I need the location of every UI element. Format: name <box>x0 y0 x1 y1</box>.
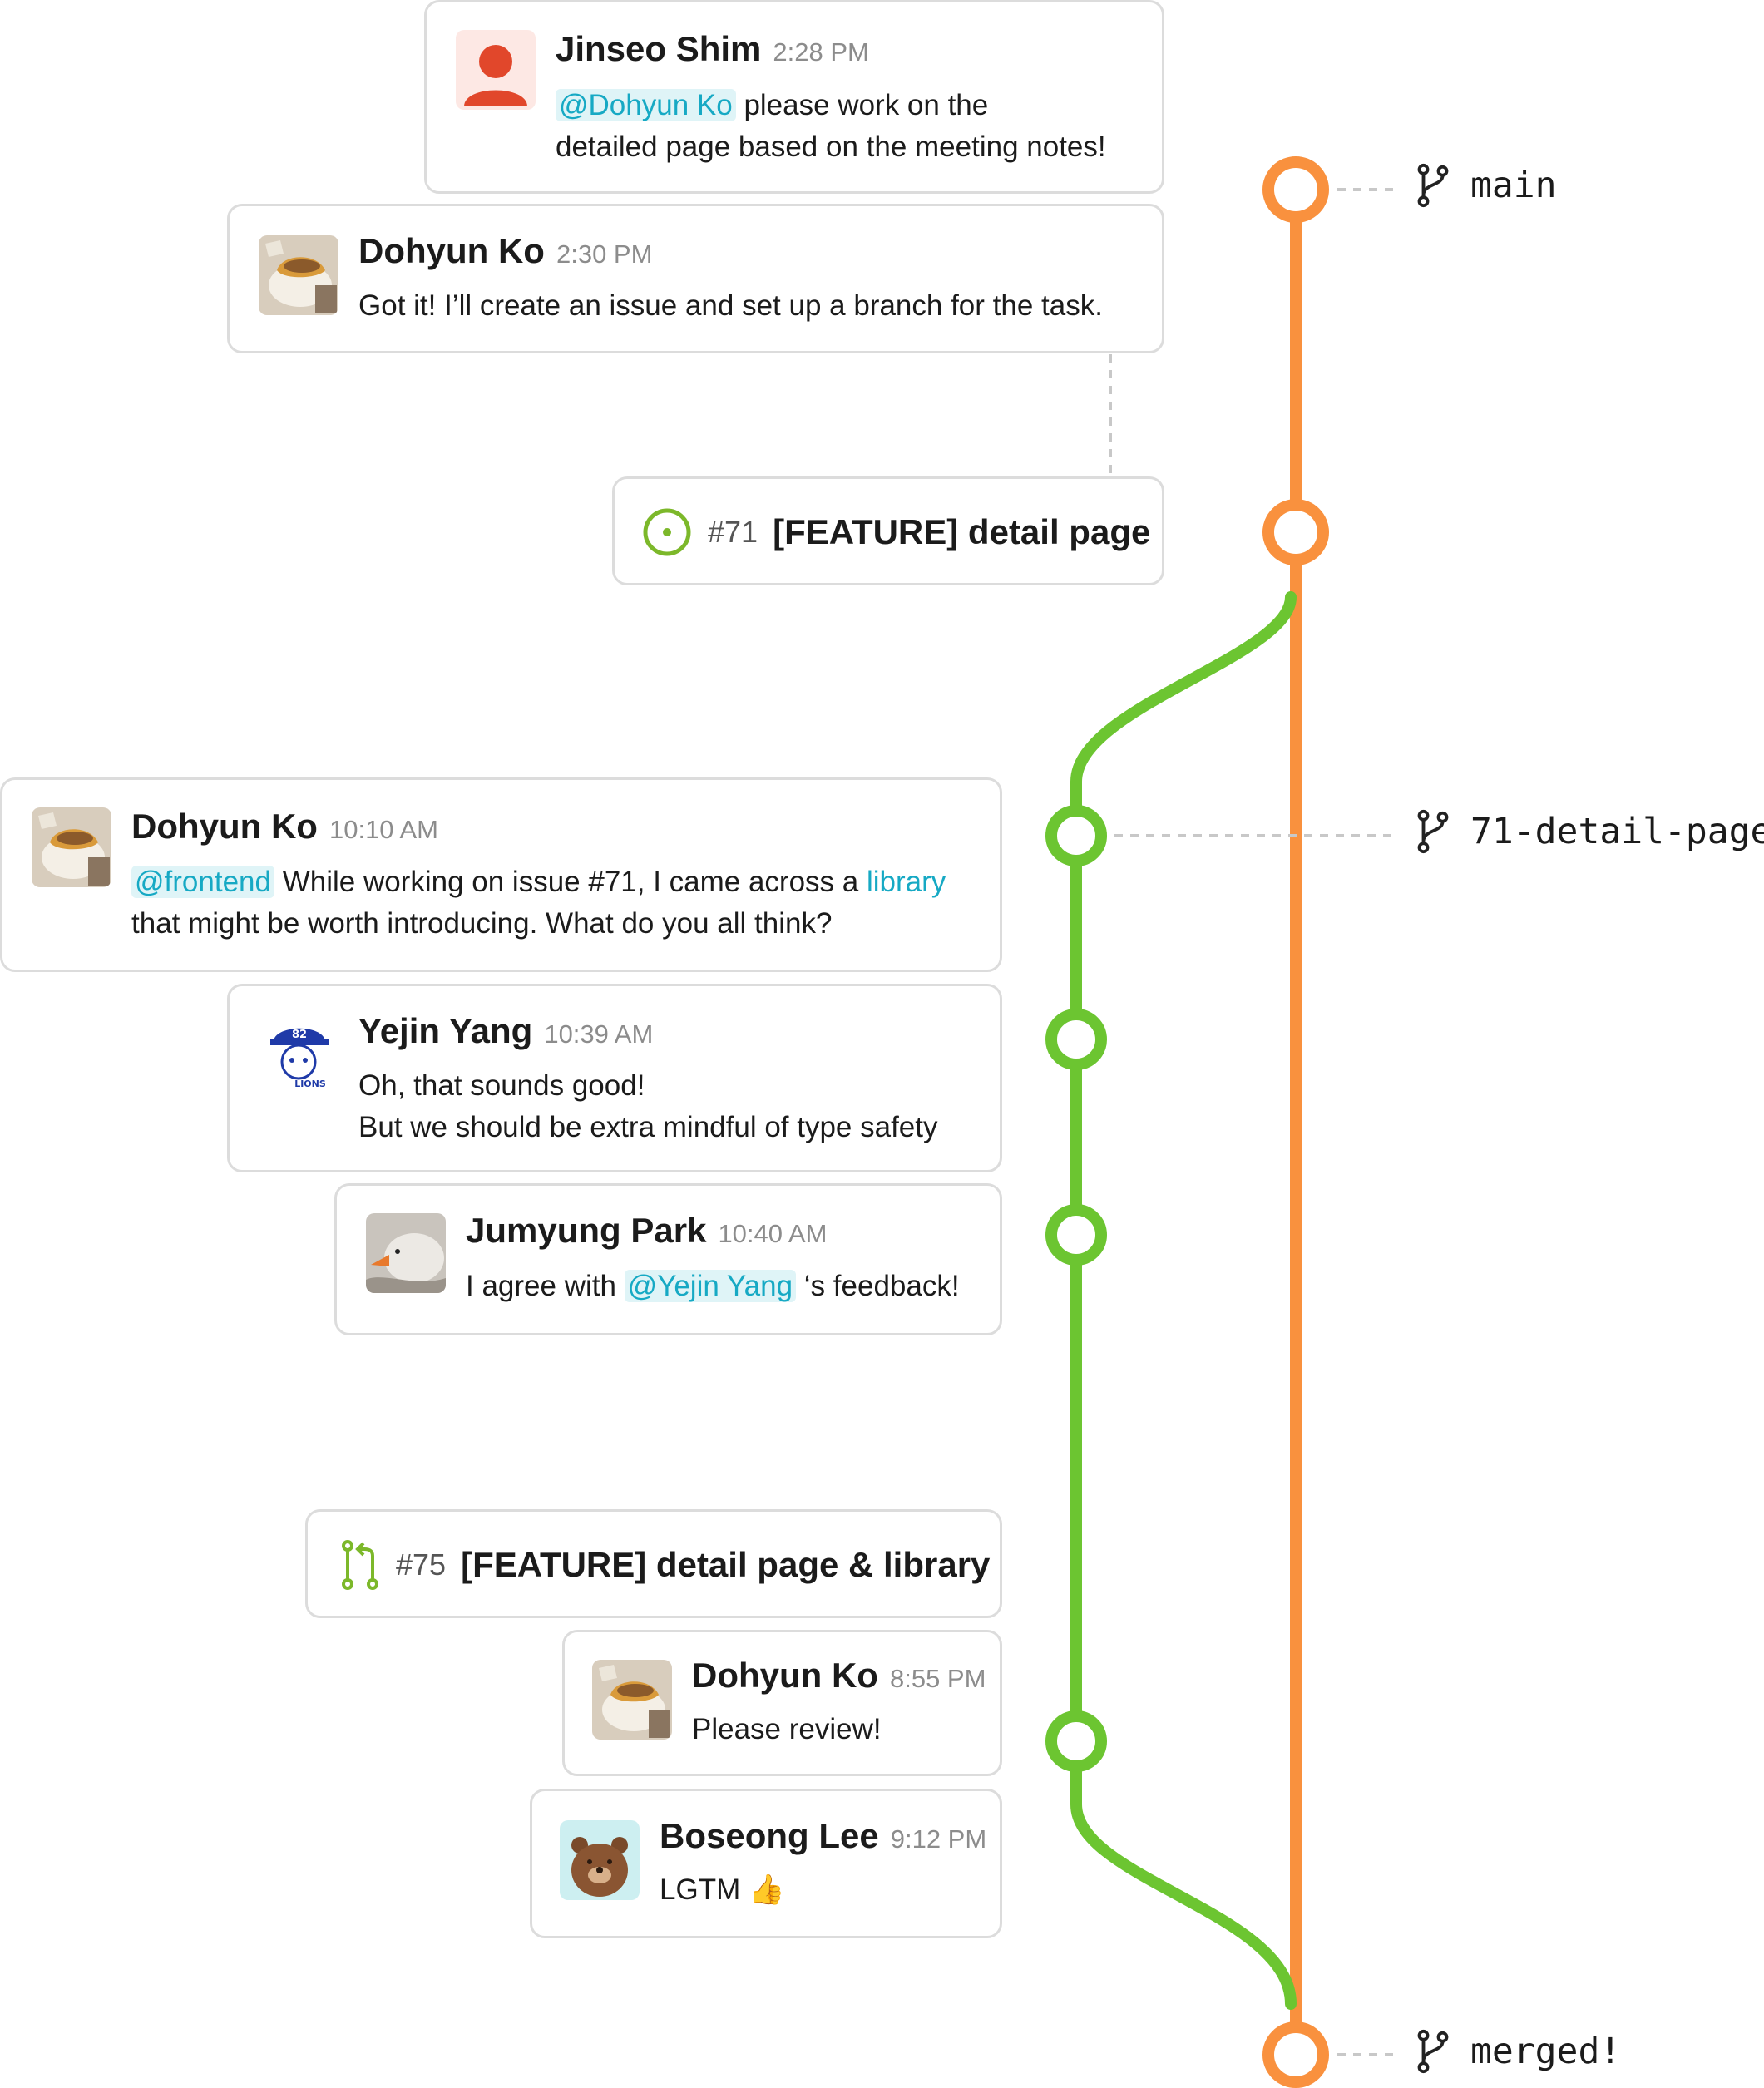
message-header: Jumyung Park 10:40 AM <box>466 1211 827 1251</box>
pull-request-card[interactable]: #75 [FEATURE] detail page & library <box>305 1509 1002 1618</box>
message-card: Dohyun Ko 8:55 PM Please review! <box>562 1630 1002 1776</box>
pull-request-icon <box>342 1540 378 1590</box>
message-header: Jinseo Shim 2:28 PM <box>556 29 869 69</box>
message-body: LGTM 👍 <box>660 1869 785 1911</box>
goose-avatar <box>366 1213 446 1293</box>
branch-label-feature: 71-detail-page <box>1414 809 1764 854</box>
message-body: @frontend While working on issue #71, I … <box>131 861 946 945</box>
message-header: Dohyun Ko 2:30 PM <box>358 231 652 271</box>
message-body: I agree with @Yejin Yang ‘s feedback! <box>466 1266 960 1307</box>
thumbs-up-emoji: 👍 <box>748 1873 785 1906</box>
git-branch-icon <box>1417 2029 1449 2074</box>
branch-name: main <box>1470 165 1557 206</box>
message-card: Boseong Lee 9:12 PM LGTM 👍 <box>530 1789 1002 1938</box>
feature-commit-node <box>1045 1710 1107 1772</box>
issue-title[interactable]: [FEATURE] detail page <box>773 512 1151 551</box>
feature-commit-node <box>1045 1009 1107 1070</box>
author-name[interactable]: Dohyun Ko <box>692 1656 878 1695</box>
feature-commit-node <box>1045 1204 1107 1266</box>
message-text: please work on the <box>744 89 989 121</box>
lions-mascot-avatar: 82 LIONS <box>259 1015 338 1095</box>
pr-row: #75 [FEATURE] detail page & library <box>339 1538 990 1592</box>
main-commit-node <box>1262 499 1329 565</box>
message-text: While working on issue #71, I came acros… <box>282 866 859 898</box>
avatar <box>592 1660 672 1740</box>
branch-label-main: main <box>1414 163 1557 208</box>
timestamp: 10:39 AM <box>544 1019 654 1049</box>
merge-commit-node <box>1262 2021 1329 2088</box>
pr-number: #75 <box>396 1547 447 1582</box>
mention[interactable]: @Dohyun Ko <box>556 89 736 121</box>
issue-number: #71 <box>708 515 758 549</box>
message-card: Jinseo Shim 2:28 PM @Dohyun Ko please wor… <box>424 0 1164 194</box>
feature-branch-line <box>1070 591 1297 2010</box>
branch-name: 71-detail-page <box>1470 811 1764 852</box>
avatar <box>32 807 111 887</box>
message-text: Please review! <box>692 1713 882 1745</box>
author-name[interactable]: Yejin Yang <box>358 1011 533 1050</box>
avatar <box>259 235 338 315</box>
mention[interactable]: @frontend <box>131 866 274 898</box>
message-header: Dohyun Ko 10:10 AM <box>131 807 438 847</box>
message-text: detailed page based on the meeting notes… <box>556 131 1106 163</box>
main-commit-node <box>1262 156 1329 223</box>
timestamp: 10:40 AM <box>718 1219 828 1248</box>
message-text: ‘s feedback! <box>803 1270 960 1302</box>
avatar: 82 LIONS <box>259 1015 338 1095</box>
pr-title[interactable]: [FEATURE] detail page & library <box>461 1545 991 1584</box>
bread-cat-avatar <box>592 1660 672 1740</box>
timestamp: 10:10 AM <box>329 815 438 844</box>
message-text: that might be worth introducing. What do… <box>131 907 833 940</box>
message-header: Yejin Yang 10:39 AM <box>358 1011 653 1051</box>
timestamp: 9:12 PM <box>890 1824 987 1854</box>
timestamp: 8:55 PM <box>889 1664 986 1693</box>
git-branch-icon <box>1417 809 1449 854</box>
feature-commit-node <box>1045 805 1107 866</box>
message-text: Got it! I’ll create an issue and set up … <box>358 289 1103 322</box>
person-icon <box>456 30 536 110</box>
message-card: Jumyung Park 10:40 AM I agree with @Yejin… <box>334 1183 1002 1335</box>
message-body: Got it! I’ll create an issue and set up … <box>358 285 1103 327</box>
issue-card[interactable]: #71 [FEATURE] detail page <box>612 476 1164 585</box>
bread-cat-avatar <box>32 807 111 887</box>
message-text: LGTM <box>660 1873 741 1906</box>
timestamp: 2:30 PM <box>556 239 653 269</box>
timestamp: 2:28 PM <box>773 37 869 67</box>
svg-text:82: 82 <box>292 1029 307 1041</box>
message-body: Please review! <box>692 1709 882 1750</box>
author-name[interactable]: Dohyun Ko <box>358 231 545 270</box>
message-header: Boseong Lee 9:12 PM <box>660 1816 986 1856</box>
message-body: @Dohyun Ko please work on the detailed p… <box>556 85 1106 168</box>
library-link[interactable]: library <box>866 866 946 898</box>
bread-cat-avatar <box>259 235 338 315</box>
avatar <box>560 1820 640 1900</box>
git-branch-icon <box>1417 163 1449 208</box>
issue-open-icon <box>643 508 691 556</box>
message-card: 82 LIONS Yejin Yang 10:39 AM Oh, that sou… <box>227 984 1002 1172</box>
message-header: Dohyun Ko 8:55 PM <box>692 1656 986 1696</box>
branch-label-merged: merged! <box>1414 2029 1621 2074</box>
issue-row: #71 [FEATURE] detail page <box>641 506 1150 559</box>
author-name[interactable]: Jumyung Park <box>466 1211 707 1250</box>
message-card: Dohyun Ko 10:10 AM @frontend While workin… <box>0 777 1002 972</box>
message-card: Dohyun Ko 2:30 PM Got it! I’ll create an … <box>227 204 1164 353</box>
svg-text:LIONS: LIONS <box>294 1079 326 1089</box>
message-text: Oh, that sounds good! <box>358 1069 645 1102</box>
message-text: But we should be extra mindful of type s… <box>358 1111 938 1143</box>
mention[interactable]: @Yejin Yang <box>624 1270 797 1302</box>
branch-name: merged! <box>1470 2031 1622 2072</box>
message-text: I agree with <box>466 1270 616 1302</box>
message-body: Oh, that sounds good! But we should be e… <box>358 1065 938 1148</box>
avatar <box>456 30 536 110</box>
author-name[interactable]: Boseong Lee <box>660 1816 879 1855</box>
author-name[interactable]: Jinseo Shim <box>556 29 762 68</box>
bear-avatar <box>560 1820 640 1900</box>
author-name[interactable]: Dohyun Ko <box>131 807 318 846</box>
avatar <box>366 1213 446 1293</box>
